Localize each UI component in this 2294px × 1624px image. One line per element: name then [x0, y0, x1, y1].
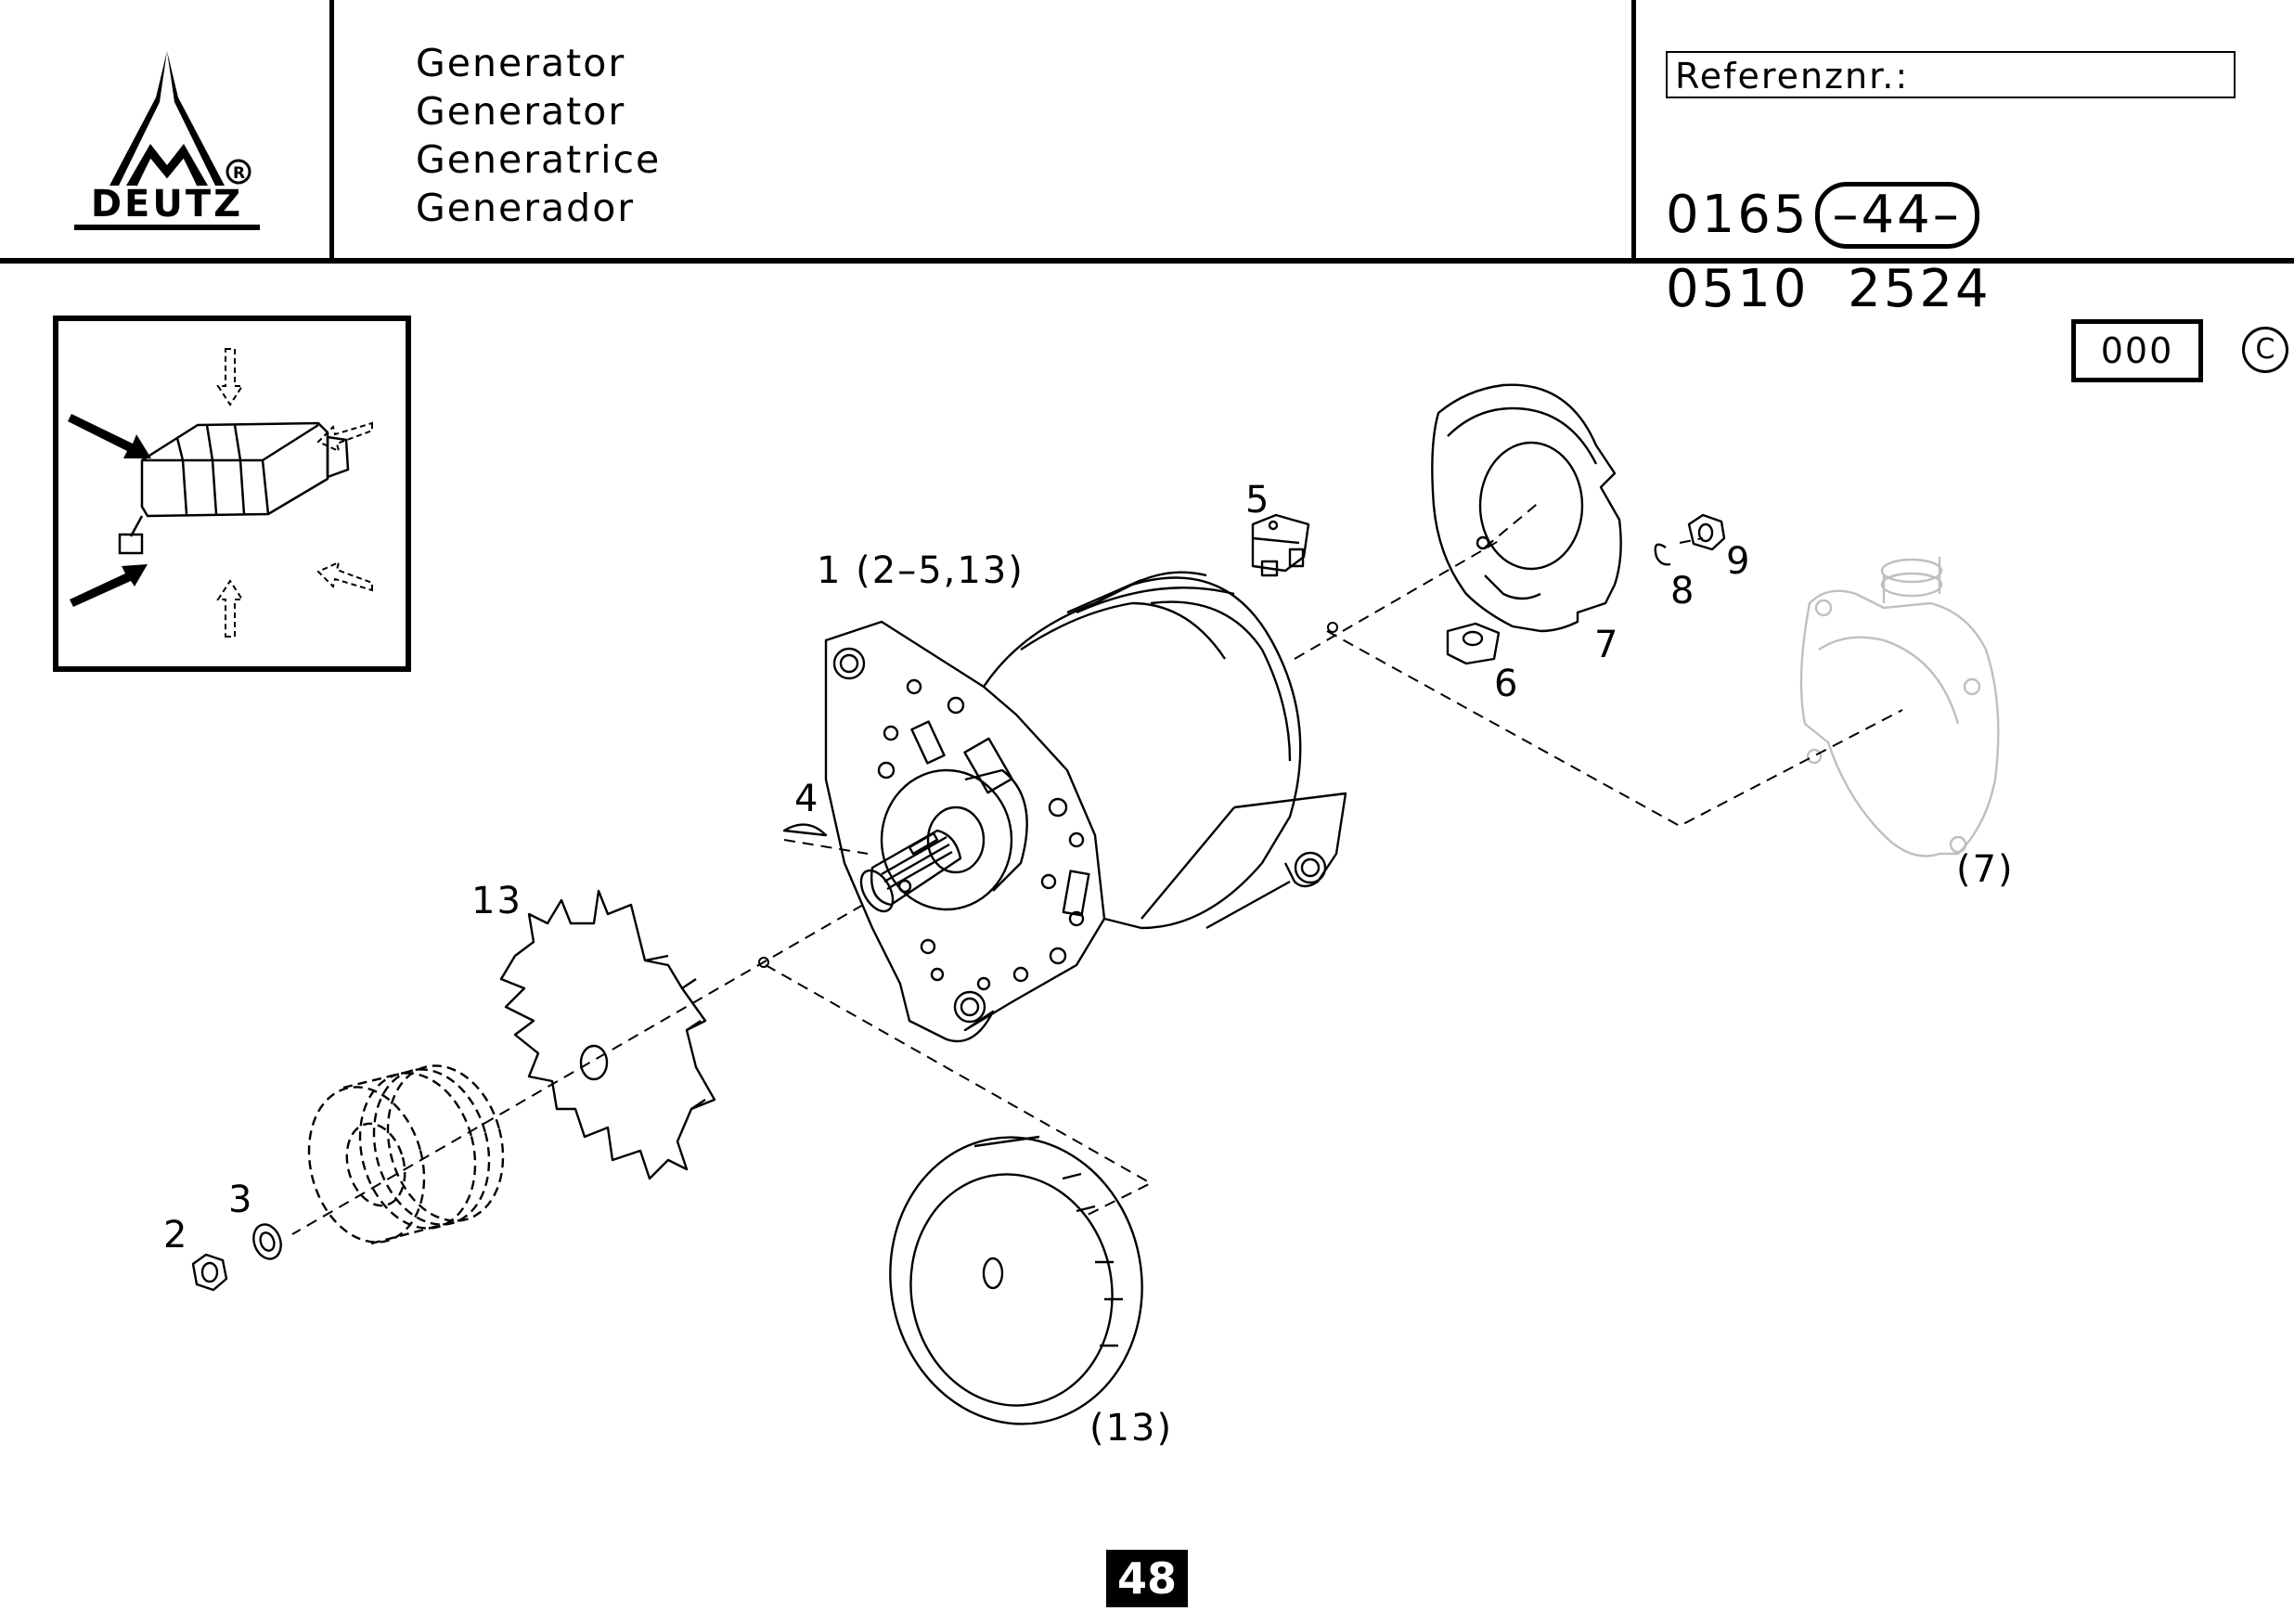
callout-13-reference: (13): [1089, 1407, 1174, 1450]
title-spanish: Generador: [416, 186, 636, 230]
rear-end-cover: [1431, 383, 1622, 633]
part-number-suffix: 0510 2524: [1666, 259, 1991, 319]
pulley: [307, 1064, 505, 1245]
callout-7: 7: [1594, 624, 1620, 666]
assembly-inset: [53, 316, 411, 672]
generator-shaft: [859, 829, 962, 913]
title-italian: Generatrice: [416, 137, 662, 182]
reference-field: Referenznr.:: [1666, 51, 2236, 98]
title-english: Generator: [416, 89, 626, 134]
page-number: 48: [1106, 1550, 1188, 1607]
callout-7-reference: (7): [1956, 848, 2015, 891]
callout-4: 4: [794, 778, 820, 820]
title-block: Generator Generator Generatrice Generado…: [416, 39, 661, 232]
callout-5: 5: [1245, 479, 1271, 522]
copyright-icon: C: [2242, 327, 2288, 373]
header-divider-left: [329, 0, 334, 262]
inset-component: [118, 421, 350, 555]
callout-2: 2: [163, 1214, 189, 1257]
brush-holder: [1251, 513, 1310, 577]
logo-text: DEUTZ: [90, 183, 244, 226]
fan-wheel: [499, 889, 716, 1180]
callout-9: 9: [1726, 540, 1752, 583]
deutz-logo-mark: R: [74, 51, 260, 230]
part-number-prefix: 0165: [1666, 185, 1810, 245]
generator-housing: [824, 571, 1347, 1043]
title-german: Generator: [416, 41, 626, 85]
callout-1: 1 (2–5,13): [817, 549, 1025, 592]
svg-text:R: R: [233, 164, 245, 183]
part-number-group: –44–: [1814, 182, 1979, 249]
header-bottom-rule: [0, 258, 2294, 264]
inset-drawing: [68, 348, 373, 638]
fan-shroud: [889, 1135, 1143, 1425]
assembly-leader-lines: [291, 500, 1903, 1235]
callout-3: 3: [228, 1179, 254, 1221]
exploded-view-drawing: [191, 383, 2000, 1425]
header-divider-right: [1631, 0, 1636, 262]
grommet: [1446, 622, 1501, 665]
page-header: R DEUTZ Generator Generator Generatrice …: [0, 0, 2294, 319]
callout-6: 6: [1494, 663, 1520, 705]
deutz-logo: R DEUTZ: [65, 46, 269, 241]
callout-8: 8: [1670, 570, 1696, 612]
part-number: 0165–44– 0510 2524: [1666, 178, 2294, 319]
arrow-solid-top: [68, 414, 151, 458]
washer: [252, 1223, 282, 1260]
version-code: 000: [2071, 319, 2203, 382]
inset-dashed-arrows: [216, 348, 373, 638]
arrow-solid-bottom: [70, 564, 148, 607]
reference-housing: [1799, 557, 2000, 857]
hex-nut-rear: [1687, 513, 1726, 551]
circlip: [1654, 543, 1671, 566]
hex-nut-front: [191, 1253, 228, 1292]
woodruff-key: [782, 823, 828, 837]
callout-13: 13: [471, 880, 522, 922]
